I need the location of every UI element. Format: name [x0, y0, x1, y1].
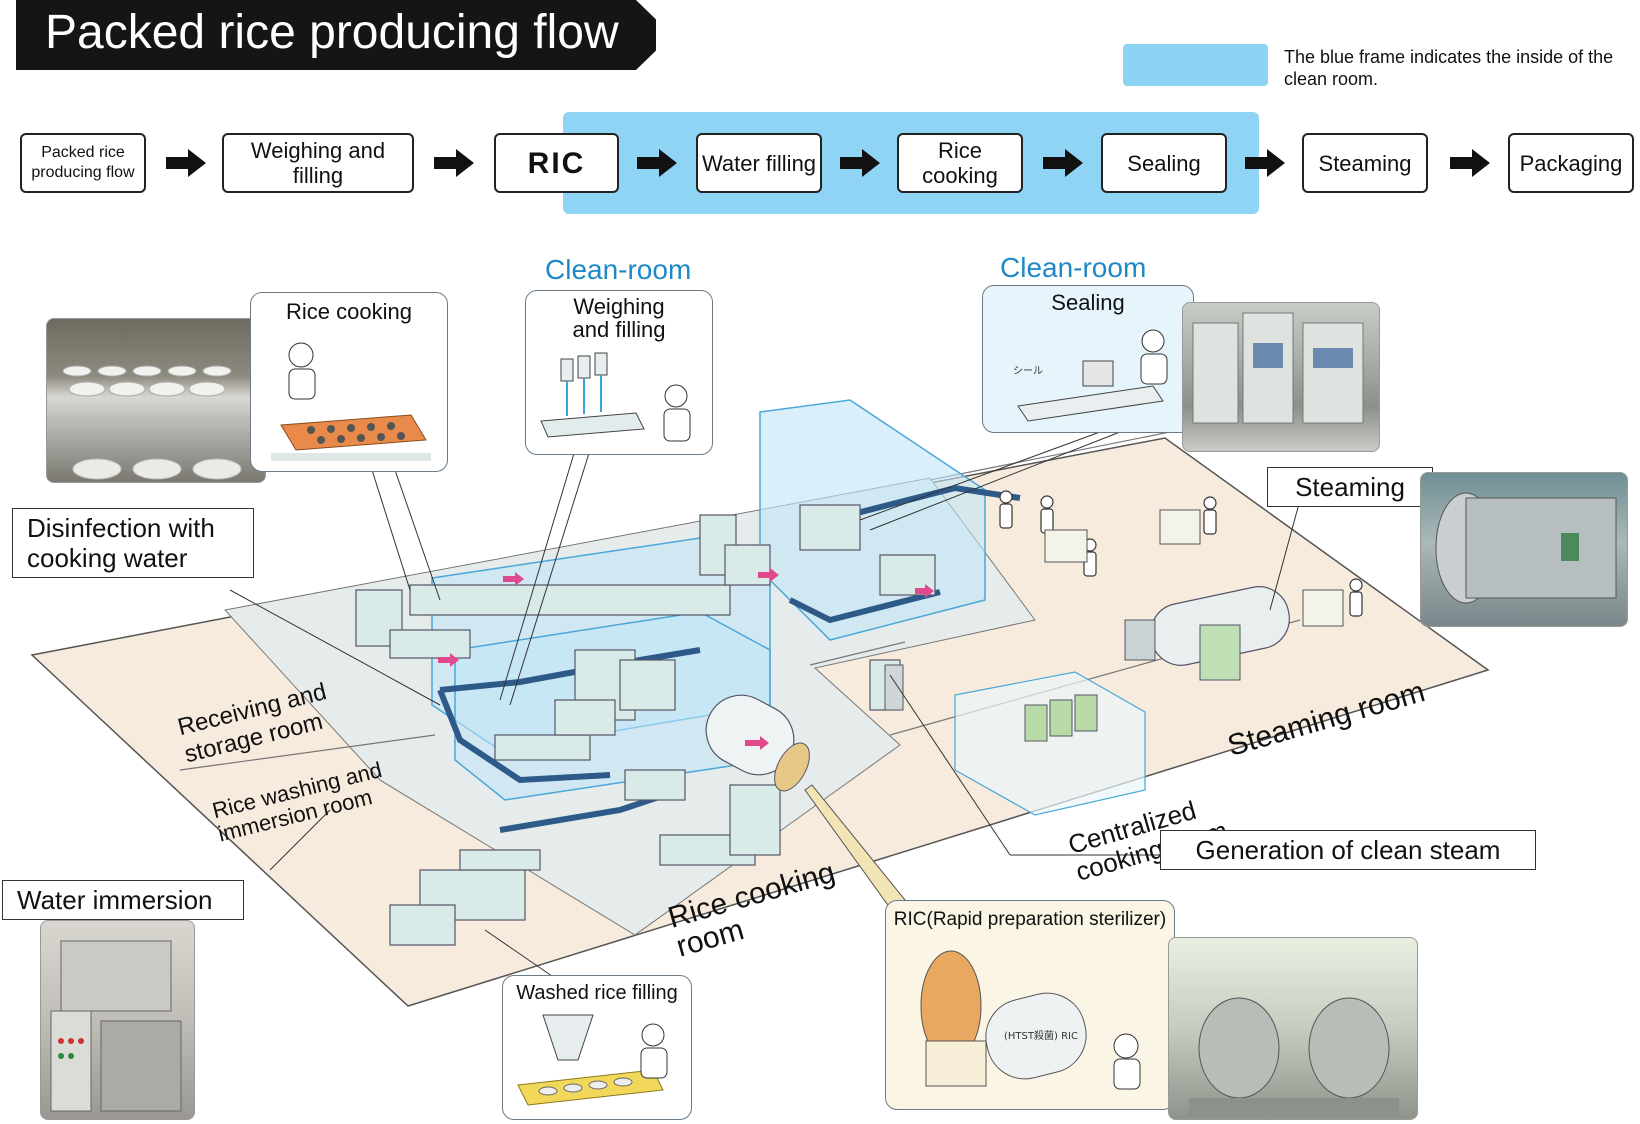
flow-arrow-icon — [637, 149, 677, 177]
callout-title: Washed rice filling — [516, 982, 678, 1004]
flow-arrow-icon — [1450, 149, 1490, 177]
steaming-photo — [1420, 472, 1628, 627]
callout-title: RIC(Rapid preparation sterilizer) — [893, 909, 1167, 930]
flow-arrow-icon — [1245, 149, 1285, 177]
flow-arrow-icon — [840, 149, 880, 177]
title-banner — [16, 0, 656, 70]
washed-rice-illustration — [517, 1014, 668, 1106]
ric-tank-label: (HTST殺菌) RIC — [1004, 1029, 1078, 1042]
rice-cooking-photo — [46, 318, 266, 483]
page-title: Packed rice producing flow — [45, 6, 619, 59]
callout-title: Rice cooking — [286, 299, 412, 324]
callout-disinfection: Disinfection with cooking water — [12, 508, 254, 578]
ric-photo — [1168, 937, 1418, 1120]
sealing-photo — [1182, 302, 1380, 452]
ric-illustration: (HTST殺菌) RIC — [920, 950, 1141, 1090]
callout-steaming: Steaming — [1267, 467, 1433, 507]
rice-cooking-illustration — [271, 342, 431, 461]
legend-text: The blue frame indicates the inside of t… — [1284, 47, 1614, 89]
flow-step-packaging: Packaging — [1508, 133, 1634, 193]
callout-ric: RIC(Rapid preparation sterilizer) (HTST殺… — [885, 900, 1175, 1110]
flow-step-water-filling: Water filling — [696, 133, 822, 193]
water-immersion-photo — [40, 920, 195, 1120]
flow-step-steaming: Steaming — [1302, 133, 1428, 193]
legend-swatch — [1123, 44, 1268, 86]
flow-step-overview: Packed rice producing flow — [20, 133, 146, 193]
callout-clean-steam: Generation of clean steam — [1160, 830, 1536, 870]
flow-step-rice-cooking: Rice cooking — [897, 133, 1023, 193]
flow-step-ric: RIC — [494, 133, 619, 193]
flow-arrow-icon — [1043, 149, 1083, 177]
flow-step-sealing: Sealing — [1101, 133, 1227, 193]
callout-title: Weighing and filling — [572, 294, 666, 342]
weighing-illustration — [540, 352, 691, 442]
callout-washed-rice-filling: Washed rice filling — [502, 975, 692, 1120]
callout-water-immersion: Water immersion — [2, 880, 244, 920]
flow-step-weighing: Weighing and filling — [222, 133, 414, 193]
sealing-illustration: シール — [1013, 329, 1168, 422]
flow-arrow-icon — [166, 149, 206, 177]
clean-room-label: Clean-room — [545, 254, 692, 285]
callout-sealing: Sealing シール — [982, 285, 1194, 433]
seal-sign-text: シール — [1013, 366, 1043, 377]
flow-arrow-icon — [434, 149, 474, 177]
callout-title: Sealing — [1051, 290, 1125, 315]
callout-rice-cooking: Rice cooking — [250, 292, 448, 472]
clean-room-label: Clean-room — [1000, 252, 1147, 283]
callout-weighing: Weighing and filling — [525, 290, 713, 455]
